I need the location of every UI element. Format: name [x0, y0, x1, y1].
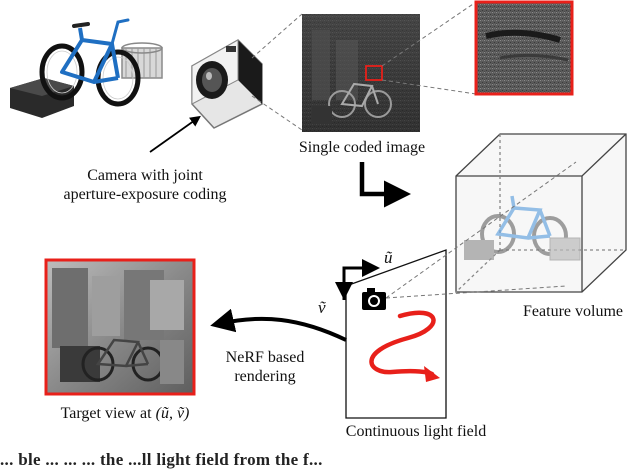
bicycle-scene	[10, 18, 163, 118]
camera-projection-lines	[251, 13, 303, 131]
uv-axes	[335, 259, 380, 300]
render-to-target-arrow	[210, 308, 347, 342]
volume-bicycle	[464, 195, 581, 261]
axis-u-label: ũ	[384, 248, 393, 267]
light-field-plane	[345, 249, 447, 419]
nerf-label-line1: NeRF based	[225, 349, 305, 366]
target-view-label: Target view at (ũ, ṽ)	[20, 404, 230, 423]
light-field-label: Continuous light field	[345, 423, 487, 440]
target-view-label-text: Target view at	[60, 405, 156, 422]
camera-caption: Camera with joint aperture-exposure codi…	[40, 166, 250, 204]
coded-image-label: Single coded image	[298, 139, 426, 156]
zoomed-inset	[474, 0, 574, 96]
cropped-caption-text: ... ble ... ... ... the ...ll light fiel…	[0, 450, 323, 469]
target-view-image	[44, 258, 196, 396]
camera-trajectory-arrow	[369, 310, 440, 382]
viewpoint-camera-icon	[362, 288, 386, 310]
nerf-label: NeRF based rendering	[210, 348, 320, 386]
camera-icon	[191, 39, 263, 129]
bicycle-shape	[39, 18, 141, 107]
feature-volume-label: Feature volume	[523, 303, 623, 320]
camera-caption-line1: Camera with joint	[87, 167, 203, 184]
plane-to-volume-lines	[385, 161, 577, 299]
zoom-lines	[381, 1, 477, 95]
zoom-region-box	[365, 65, 383, 81]
coded-image	[302, 14, 420, 132]
basket-shape	[121, 42, 163, 79]
caption-to-camera-arrow	[149, 115, 201, 153]
coded-to-volume-arrow	[359, 162, 411, 208]
axis-v-label: ṽ	[318, 298, 326, 317]
camera-caption-line2: aperture-exposure coding	[63, 186, 227, 203]
nerf-label-line2: rendering	[234, 368, 296, 385]
target-view-coords: (ũ, ṽ)	[155, 405, 190, 422]
